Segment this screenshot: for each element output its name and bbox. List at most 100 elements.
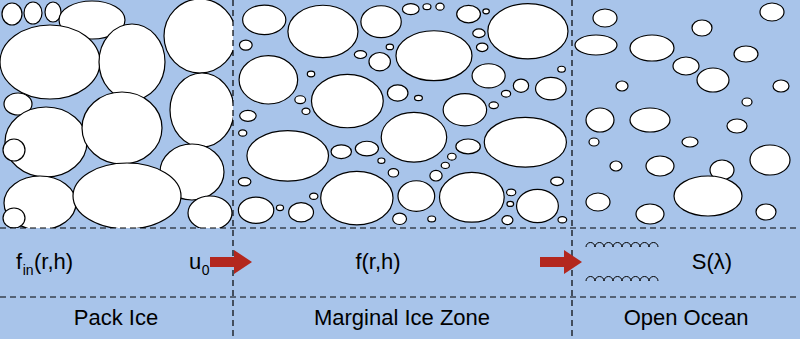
ice-floe <box>4 176 76 228</box>
ice-floe <box>727 119 747 133</box>
function-label: f(r,h) <box>355 250 400 274</box>
ice-floe <box>484 117 566 167</box>
ice-floe <box>456 139 480 154</box>
ice-floe <box>760 3 784 21</box>
ocean-floes <box>575 3 790 224</box>
ice-floe <box>2 3 22 25</box>
ice-floe <box>593 9 617 27</box>
ice-floe <box>476 43 487 51</box>
ice-floe <box>369 53 390 71</box>
ice-floe <box>321 171 393 224</box>
ice-floe <box>24 2 42 24</box>
ice-floe <box>551 177 564 185</box>
divider-line <box>571 0 572 339</box>
ice-floe <box>443 94 487 126</box>
ice-floe <box>750 145 790 175</box>
ice-floe <box>674 176 742 216</box>
ice-floe <box>239 40 252 50</box>
zone-label: Marginal Ice Zone <box>314 306 490 330</box>
ice-floe <box>415 95 423 100</box>
ice-floe <box>423 4 431 10</box>
ice-floe <box>99 24 165 100</box>
ice-floe <box>3 208 25 228</box>
wave-line <box>586 277 658 282</box>
ice-floe <box>697 68 729 92</box>
ice-floe <box>457 5 481 22</box>
ice-floe <box>439 172 504 222</box>
ice-floe <box>517 189 559 222</box>
ice-floe <box>398 181 435 212</box>
ice-floe <box>646 156 674 176</box>
ice-floe <box>0 25 100 99</box>
ice-floe <box>430 170 442 181</box>
wave-lines <box>586 243 658 282</box>
ice-floe <box>164 0 233 73</box>
ice-floe <box>239 56 298 104</box>
ice-floe <box>378 158 385 163</box>
ice-floe <box>616 81 628 91</box>
ice-floe <box>589 138 599 146</box>
flow-arrow <box>540 250 582 274</box>
miz-floes <box>238 3 568 225</box>
ice-floe <box>307 71 314 77</box>
ice-floe <box>692 20 712 36</box>
ice-floe <box>742 98 752 106</box>
function-args: (r,h) <box>34 250 73 274</box>
velocity-symbol: u <box>189 250 201 274</box>
ice-floe <box>311 74 383 127</box>
ice-floe <box>436 3 444 10</box>
ice-floe <box>630 35 674 61</box>
subscript: 0 <box>202 263 210 278</box>
subscript: in <box>23 263 34 278</box>
zone-label: Open Ocean <box>624 306 749 330</box>
function-symbol: f <box>16 250 22 274</box>
ice-floe <box>387 85 408 101</box>
ice-floe <box>488 4 568 59</box>
ice-floe <box>513 79 528 92</box>
ice-floe <box>238 178 251 186</box>
ice-floe <box>393 213 407 224</box>
ice-floe <box>170 73 233 147</box>
ice-floe <box>483 9 490 14</box>
ice-floe <box>361 6 401 38</box>
zone-label: Pack Ice <box>74 306 158 330</box>
ice-floe <box>756 204 776 220</box>
ice-floe <box>381 112 446 162</box>
ice-floe <box>502 216 513 225</box>
ice-floe <box>507 201 514 206</box>
ice-floe <box>536 77 567 100</box>
ice-floe <box>472 64 505 88</box>
ice-floe <box>773 80 789 92</box>
wave-line <box>586 243 658 248</box>
ice-floe <box>428 216 436 222</box>
ice-floe <box>630 108 670 132</box>
divider-line <box>0 296 800 297</box>
ice-floe <box>441 162 449 168</box>
pack-ice-floes <box>0 0 233 228</box>
flow-arrow <box>210 250 252 274</box>
ice-floe <box>331 145 351 159</box>
ice-floe <box>636 204 664 224</box>
ice-floe <box>682 137 698 147</box>
ice-floe <box>388 169 398 177</box>
ice-floe <box>276 205 283 211</box>
ice-floe <box>240 110 257 121</box>
ice-floe <box>575 35 617 55</box>
ice-floe <box>3 139 25 161</box>
ice-floe <box>302 108 310 114</box>
spectrum-label: S(λ) <box>692 250 732 274</box>
ice-floe <box>386 44 393 50</box>
ice-floe <box>310 193 318 199</box>
ice-floe <box>243 5 286 35</box>
ice-floe <box>188 196 232 228</box>
ice-floe <box>73 163 181 228</box>
ice-floe <box>247 131 329 181</box>
ice-floe <box>295 96 306 104</box>
ice-floe <box>473 29 485 38</box>
ice-floe <box>558 66 566 72</box>
ice-floe <box>402 4 419 15</box>
